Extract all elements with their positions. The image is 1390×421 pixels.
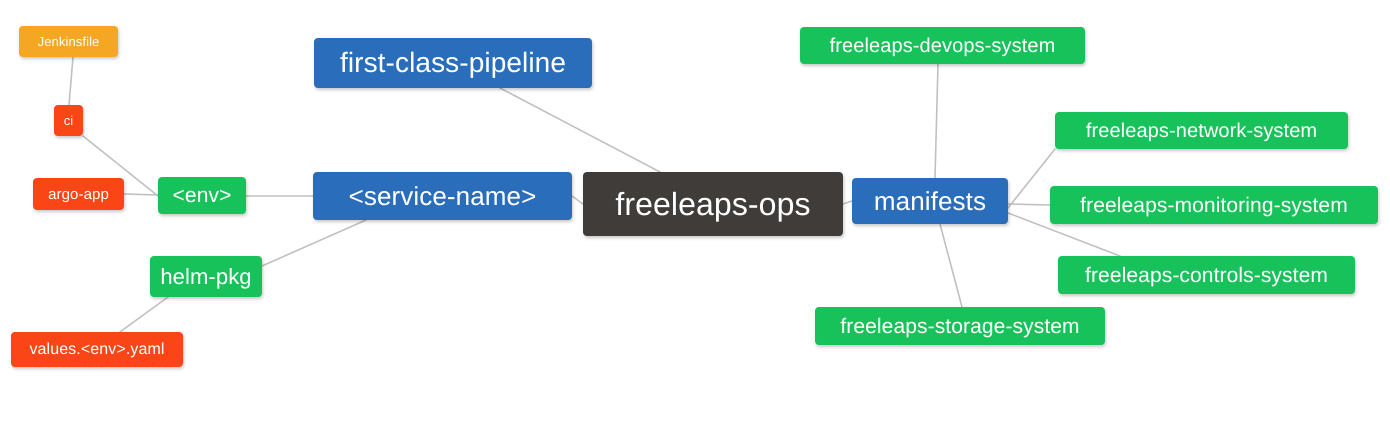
node-env[interactable]: <env> (158, 177, 246, 214)
edge-service-name-to-helm-pkg (261, 219, 367, 267)
node-devops-system[interactable]: freeleaps-devops-system (800, 27, 1085, 64)
node-controls-system[interactable]: freeleaps-controls-system (1058, 256, 1355, 294)
node-storage-system[interactable]: freeleaps-storage-system (815, 307, 1105, 345)
node-label-env: <env> (172, 184, 232, 207)
node-jenkinsfile[interactable]: Jenkinsfile (19, 26, 118, 57)
edge-manifests-to-devops-system (934, 63, 939, 179)
edge-jenkinsfile-to-ci (68, 56, 74, 106)
node-label-devops-system: freeleaps-devops-system (829, 34, 1056, 57)
node-manifests[interactable]: manifests (852, 178, 1008, 224)
node-label-helm-pkg: helm-pkg (160, 263, 252, 289)
node-label-service-name: <service-name> (348, 181, 537, 211)
edge-service-name-to-freeleaps-ops (571, 195, 584, 205)
edge-freeleaps-ops-to-manifests (842, 200, 853, 205)
node-label-values-yaml: values.<env>.yaml (29, 340, 165, 358)
edge-manifests-to-monitoring-system (1007, 203, 1051, 206)
node-monitoring-system[interactable]: freeleaps-monitoring-system (1050, 186, 1378, 224)
node-label-manifests: manifests (873, 186, 987, 216)
node-label-first-class-pipeline: first-class-pipeline (339, 47, 567, 78)
node-label-jenkinsfile: Jenkinsfile (37, 34, 100, 49)
node-helm-pkg[interactable]: helm-pkg (150, 256, 262, 297)
node-label-freeleaps-ops: freeleaps-ops (615, 186, 811, 222)
edge-argo-app-to-env (123, 193, 159, 196)
node-ci[interactable]: ci (54, 105, 83, 136)
node-first-class-pipeline[interactable]: first-class-pipeline (314, 38, 592, 88)
node-service-name[interactable]: <service-name> (313, 172, 572, 220)
node-freeleaps-ops[interactable]: freeleaps-ops (583, 172, 843, 236)
edge-helm-pkg-to-values-yaml (119, 296, 169, 333)
edge-first-class-pipeline-to-freeleaps-ops (499, 87, 661, 173)
edge-manifests-to-network-system (1007, 148, 1056, 209)
node-network-system[interactable]: freeleaps-network-system (1055, 112, 1348, 149)
node-label-monitoring-system: freeleaps-monitoring-system (1080, 193, 1348, 217)
node-label-storage-system: freeleaps-storage-system (840, 314, 1080, 338)
node-argo-app[interactable]: argo-app (33, 178, 124, 210)
node-label-network-system: freeleaps-network-system (1085, 119, 1318, 142)
node-values-yaml[interactable]: values.<env>.yaml (11, 332, 183, 367)
node-label-ci: ci (63, 113, 74, 128)
node-label-controls-system: freeleaps-controls-system (1085, 263, 1328, 287)
node-label-argo-app: argo-app (48, 185, 109, 203)
edge-manifests-to-storage-system (939, 223, 963, 308)
